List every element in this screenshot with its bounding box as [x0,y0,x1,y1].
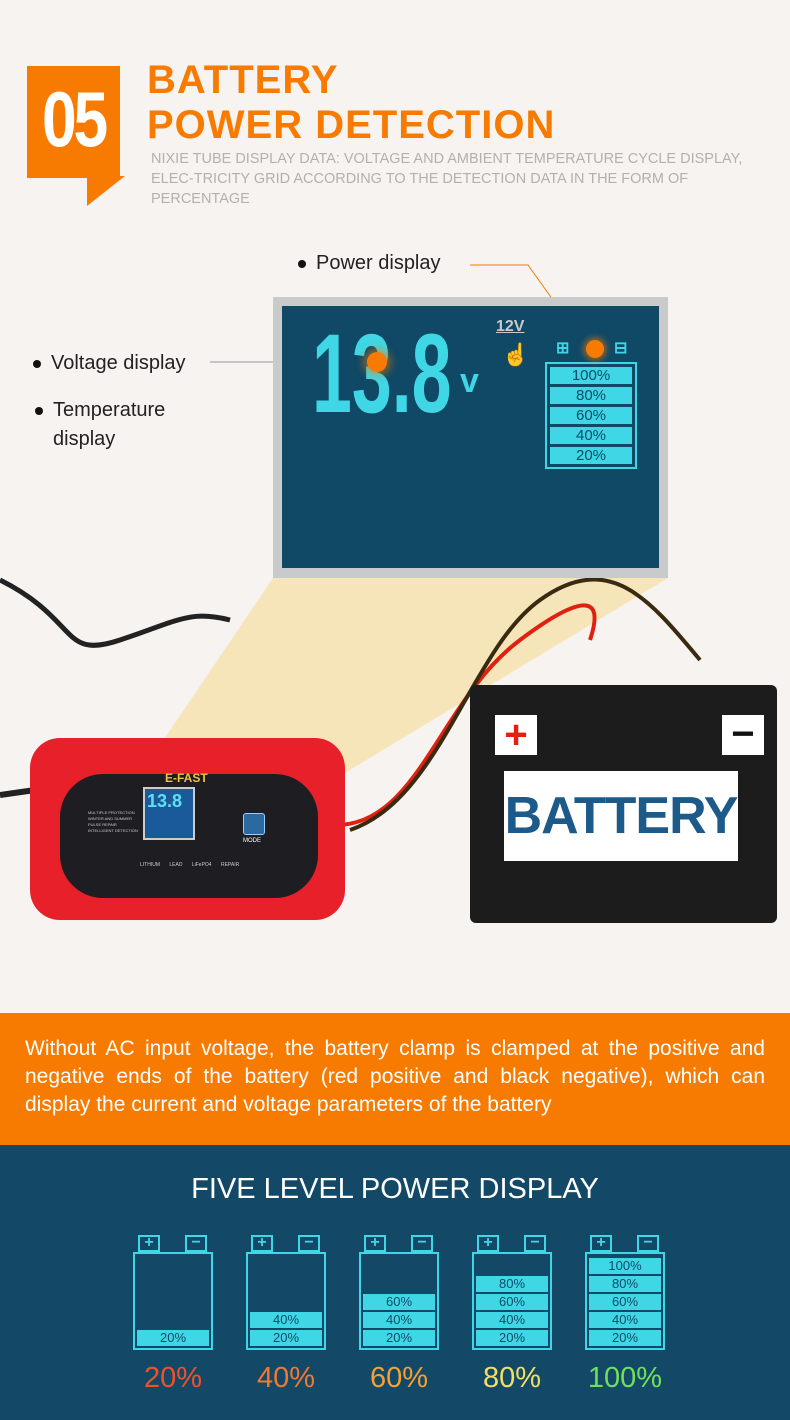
level-bar: 20% [550,447,632,464]
title-line-2: POWER DETECTION [147,103,556,147]
level-bar: 20% [363,1330,435,1346]
level-bar: 60% [363,1294,435,1310]
highlight-dot [586,340,604,358]
voltage-unit: v [460,362,479,400]
level-bar: 40% [250,1312,322,1328]
mode-button[interactable] [243,813,265,835]
level-bar: 80% [476,1276,548,1292]
level-bar: 20% [137,1330,209,1346]
voltage-display-label: Voltage display [33,352,186,375]
battery-level-1: 20%40% [246,1252,326,1350]
minus-terminal-icon: − [411,1235,433,1252]
minus-terminal-icon: − [637,1235,659,1252]
minus-terminal-icon: − [185,1235,207,1252]
plus-terminal-icon: + [251,1235,273,1252]
level-bar: 40% [550,427,632,444]
feature-label: INTELLIGENT DETECTION [88,828,138,833]
level-percent: 60% [369,1362,429,1394]
mode-lead: LEAD [169,862,183,868]
highlight-dot [367,352,387,372]
temperature-display-text: Temperature display [53,399,166,450]
level-bar: 100% [589,1258,661,1274]
battery-label: BATTERY [504,771,738,861]
level-bar: 20% [250,1330,322,1346]
level-percent: 100% [587,1362,663,1394]
voltage-display-text: Voltage display [51,352,186,374]
brand-logo: E-FAST [165,771,208,785]
badge-tail [87,176,125,206]
level-bar: 80% [589,1276,661,1292]
voltage-reading: 13.8 [312,311,452,436]
battery-type: 12V [496,318,525,335]
lcd-minus-terminal-icon: ⊟ [614,340,628,357]
feature-label: MULTIPLE PROTECTION [88,810,135,815]
section-number-badge [27,66,120,178]
level-bar: 20% [589,1330,661,1346]
title-line-1: BATTERY [147,58,339,102]
level-bar: 40% [363,1312,435,1328]
feature-label: PULSE REPAIR [88,822,117,827]
level-bar: 20% [476,1330,548,1346]
section-number: 05 [41,75,108,163]
mode-label: MODE [243,838,261,844]
level-bar: 40% [589,1312,661,1328]
section-title: FIVE LEVEL POWER DISPLAY [191,1173,599,1205]
battery-level-4: 20% 40% 60% 80% 100% [585,1252,665,1350]
mode-lifepo4: LiFePO4 [191,862,212,868]
battery-level-0: 20% [133,1252,213,1350]
minus-terminal-icon: − [524,1235,546,1252]
mode-lithium: LITHIUM [140,862,160,868]
level-percent: 40% [256,1362,316,1394]
level-percent: 80% [482,1362,542,1394]
level-bar: 100% [550,367,632,384]
plus-terminal-icon: + [477,1235,499,1252]
lcd-level-bars: 100% 80% 60% 40% 20% [545,362,637,469]
negative-terminal-icon: − [722,714,764,755]
level-bar: 80% [550,387,632,404]
power-display-text: Power display [316,252,441,274]
charger-lcd: 13.8 [143,787,195,840]
mode-labels: LITHIUM LEAD LiFePO4 REPAIR [140,862,239,868]
battery-level-3: 20% 40% 60% 80% [472,1252,552,1350]
positive-terminal-icon: + [495,715,537,755]
power-display-label: Power display [298,252,441,275]
lcd-plus-terminal-icon: ⊞ [556,340,570,357]
level-percent: 20% [143,1362,203,1394]
temperature-display-label: Temperature display [35,396,205,454]
level-bar: 60% [550,407,632,424]
mode-repair: REPAIR [220,862,240,868]
feature-labels: MULTIPLE PROTECTION WINTER AND SUMMER PU… [88,810,138,834]
level-bar: 60% [476,1294,548,1310]
level-bar: 60% [589,1294,661,1310]
level-bar: 40% [476,1312,548,1328]
description-banner: Without AC input voltage, the battery cl… [0,1013,790,1145]
hand-icon: ☝ [502,342,530,367]
feature-label: WINTER AND SUMMER [88,816,132,821]
plus-terminal-icon: + [138,1235,160,1252]
minus-terminal-icon: − [298,1235,320,1252]
plus-terminal-icon: + [364,1235,386,1252]
battery-level-2: 20% 40% 60% [359,1252,439,1350]
plus-terminal-icon: + [590,1235,612,1252]
subtitle: NIXIE TUBE DISPLAY DATA: VOLTAGE AND AMB… [151,151,743,207]
